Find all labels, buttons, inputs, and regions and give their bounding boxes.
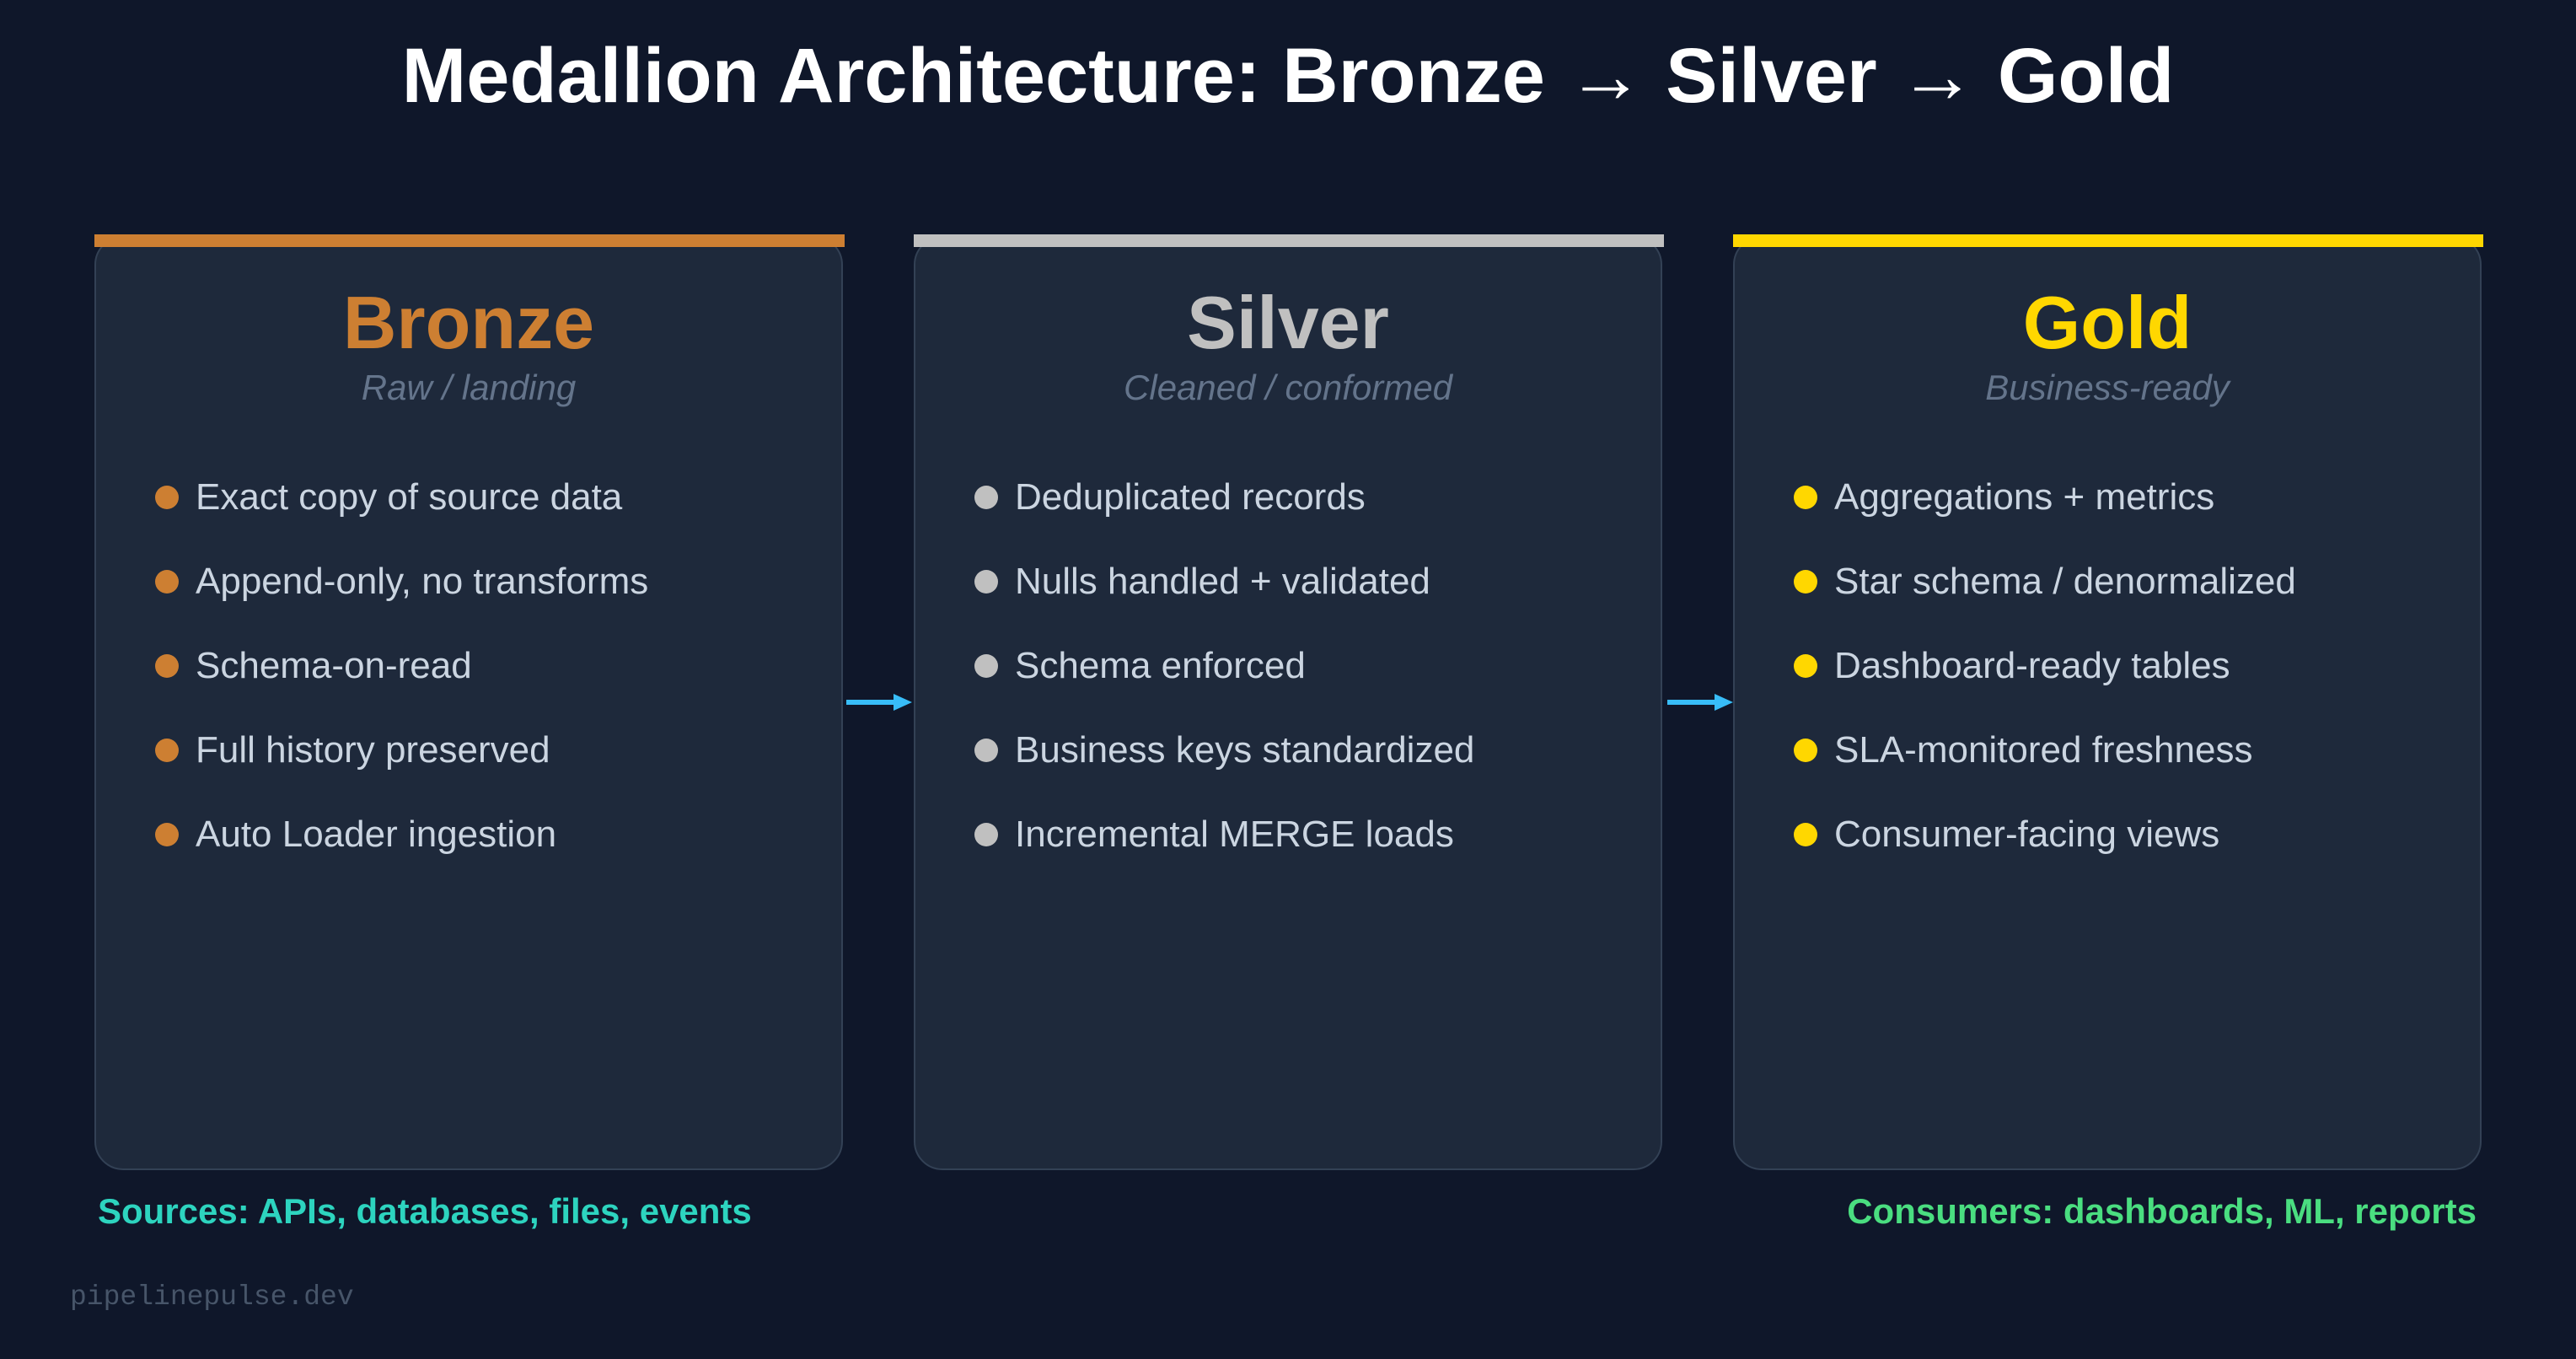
list-item-text: SLA-monitored freshness (1834, 729, 2253, 771)
list-item-text: Star schema / denormalized (1834, 561, 2296, 602)
arrow-silver-to-gold-icon (1667, 694, 1733, 711)
tier-title: Bronze (342, 281, 595, 364)
list-item: Consumer-facing views (1794, 792, 2296, 877)
tier-accent-bar (1733, 234, 2483, 247)
list-item: Aggregations + metrics (1794, 455, 2296, 540)
list-item: SLA-monitored freshness (1794, 708, 2296, 792)
bullet-icon (155, 823, 179, 846)
tier-subtitle: Business-ready (1985, 368, 2230, 407)
tier-title: Silver (1187, 281, 1389, 364)
list-item: Exact copy of source data (155, 455, 648, 540)
bullet-icon (155, 654, 179, 678)
bullet-icon (974, 570, 998, 594)
list-item: Business keys standardized (974, 708, 1474, 792)
list-item-text: Aggregations + metrics (1834, 476, 2215, 518)
bullet-icon (974, 654, 998, 678)
tier-accent-bar (94, 234, 845, 247)
list-item-text: Exact copy of source data (196, 476, 623, 518)
list-item-text: Schema-on-read (196, 645, 472, 686)
list-item-text: Schema enforced (1015, 645, 1306, 686)
bullet-icon (155, 570, 179, 594)
list-item-text: Append-only, no transforms (196, 561, 649, 602)
consumers-label: Consumers: dashboards, ML, reports (1847, 1191, 2477, 1231)
brand-watermark: pipelinepulse.dev (70, 1281, 354, 1313)
tier-title: Gold (2022, 281, 2192, 364)
diagram-title: Medallion Architecture: Bronze → Silver … (401, 33, 2175, 119)
list-item-text: Auto Loader ingestion (196, 814, 557, 855)
list-item: Schema enforced (974, 624, 1474, 708)
tier-accent-bar (914, 234, 1664, 247)
tier-subtitle: Raw / landing (361, 368, 577, 407)
list-item: Dashboard-ready tables (1794, 624, 2296, 708)
list-item-text: Full history preserved (196, 729, 550, 771)
list-item: Star schema / denormalized (1794, 540, 2296, 624)
list-item: Schema-on-read (155, 624, 648, 708)
bullet-icon (974, 486, 998, 509)
bullet-icon (1794, 823, 1817, 846)
list-item: Nulls handled + validated (974, 540, 1474, 624)
bullet-icon (155, 739, 179, 762)
bullet-icon (1794, 570, 1817, 594)
list-item: Full history preserved (155, 708, 648, 792)
tier-subtitle: Cleaned / conformed (1124, 368, 1452, 407)
list-item-text: Business keys standardized (1015, 729, 1475, 771)
list-item: Deduplicated records (974, 455, 1474, 540)
list-item-text: Deduplicated records (1015, 476, 1366, 518)
bullet-icon (155, 486, 179, 509)
list-item-text: Dashboard-ready tables (1834, 645, 2230, 686)
list-item-text: Consumer-facing views (1834, 814, 2220, 855)
bullet-icon (1794, 739, 1817, 762)
arrow-bronze-to-silver-icon (846, 694, 912, 711)
list-item-text: Nulls handled + validated (1015, 561, 1430, 602)
bullet-icon (1794, 654, 1817, 678)
bullet-icon (974, 739, 998, 762)
bullet-icon (974, 823, 998, 846)
list-item-text: Incremental MERGE loads (1015, 814, 1454, 855)
list-item: Append-only, no transforms (155, 540, 648, 624)
list-item: Incremental MERGE loads (974, 792, 1474, 877)
bullet-icon (1794, 486, 1817, 509)
list-item: Auto Loader ingestion (155, 792, 648, 877)
sources-label: Sources: APIs, databases, files, events (98, 1191, 752, 1231)
